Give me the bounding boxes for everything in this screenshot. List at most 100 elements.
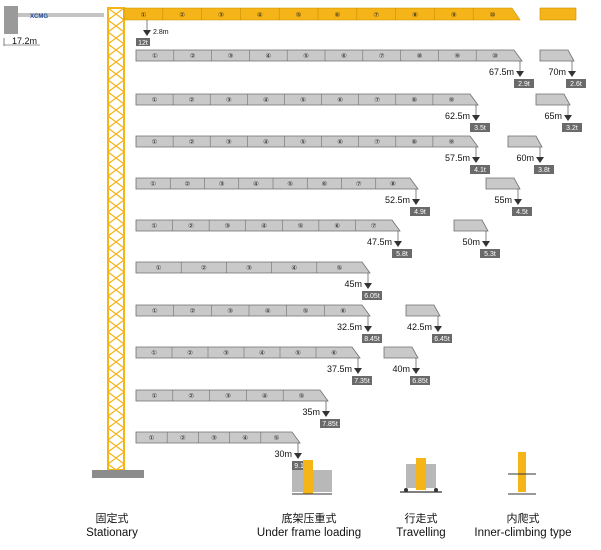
jib-segment-number: ⑥ — [340, 307, 346, 315]
jib-segment-number: ④ — [242, 434, 248, 442]
jib-segment-number: ⑧ — [417, 52, 423, 60]
alt-load-value: 3.2t — [566, 125, 578, 132]
counterjib-beam — [18, 13, 104, 17]
jib-body — [135, 304, 371, 317]
top-jib-segment-number: ⑨ — [451, 11, 457, 19]
alt-load-tag — [566, 79, 586, 88]
alt-hook-icon — [482, 241, 490, 247]
jib-length: 32.5m — [337, 322, 362, 332]
jib-segment-number: ③ — [225, 222, 231, 230]
tip-load-marker: 2.8m 12t — [136, 20, 169, 47]
jib-segment-number: ② — [187, 349, 193, 357]
jib-length: 52.5m — [385, 195, 410, 205]
alt-load-tag — [410, 376, 430, 385]
jib-segment-number: ① — [152, 307, 158, 315]
jib-segment-number: ⑧ — [390, 180, 396, 188]
jib-segment-number: ② — [189, 96, 195, 104]
load-tag — [392, 249, 412, 258]
top-jib-segment-number: ⑩ — [490, 11, 496, 19]
jib-segment-number: ⑦ — [374, 96, 380, 104]
alt-jib-body — [535, 93, 571, 106]
jib-segment-number: ④ — [259, 349, 265, 357]
jib-segment-number: ① — [150, 180, 156, 188]
top-jib-segment-number: ① — [140, 11, 146, 19]
hook-icon — [394, 241, 402, 247]
jib-segment-number: ③ — [246, 264, 252, 272]
alt-load-tag — [512, 207, 532, 216]
alt-jib-length: 50m — [462, 237, 480, 247]
jib-segment-number: ⑤ — [303, 52, 309, 60]
alt-load-value: 2.6t — [570, 81, 582, 88]
load-tag — [320, 419, 340, 428]
jib-length: 30m — [274, 449, 292, 459]
jib-segment-number: ⑦ — [371, 222, 377, 230]
jib-length: 67.5m — [489, 67, 514, 77]
jib-segment-number: ⑤ — [336, 264, 342, 272]
tip-load-tag — [136, 38, 150, 46]
hook-icon — [412, 199, 420, 205]
alt-jib-body — [405, 304, 441, 317]
alt-jib-length: 42.5m — [407, 322, 432, 332]
jib-segment-number: ② — [190, 307, 196, 315]
jib-segment-number: ② — [190, 52, 196, 60]
travelling-icon — [400, 458, 442, 493]
jib-segment-number: ④ — [253, 180, 259, 188]
alt-load-tag — [562, 123, 582, 132]
jib-segment-number: ⑨ — [454, 52, 460, 60]
alt-hook-icon — [564, 115, 572, 121]
jib-segment-number: ⑤ — [299, 392, 305, 400]
jib-segment-number: ⑨ — [449, 138, 455, 146]
hook-icon — [516, 71, 524, 77]
jib-segment-number: ④ — [265, 307, 271, 315]
hook-icon — [294, 453, 302, 459]
hook-icon — [364, 283, 372, 289]
jib-length: 47.5m — [367, 237, 392, 247]
base-icons — [292, 452, 536, 495]
hook-icon — [364, 326, 372, 332]
load-value: 7.35t — [354, 378, 370, 385]
load-value: 4.9t — [414, 209, 426, 216]
top-jib-segment-number: ⑦ — [373, 11, 379, 19]
captions: 固定式 Stationary 底架压重式 Under frame loading… — [86, 511, 571, 539]
alt-load-value: 3.8t — [538, 167, 550, 174]
under-frame-icon — [292, 460, 332, 495]
jib-segment-number: ⑩ — [492, 52, 498, 60]
tower-mast — [92, 7, 144, 478]
jib-segment-number: ⑧ — [411, 138, 417, 146]
alt-load-value: 5.3t — [484, 251, 496, 258]
jib-length: 37.5m — [327, 364, 352, 374]
jib-segment-number: ⑥ — [334, 222, 340, 230]
alt-jib-length: 60m — [516, 153, 534, 163]
jib-segment-number: ④ — [291, 264, 297, 272]
jib-segment-number: ⑦ — [374, 138, 380, 146]
jib-segment-number: ① — [156, 264, 162, 272]
jib-segment-number: ⑤ — [303, 307, 309, 315]
jib-body — [135, 389, 329, 402]
jib-segment-number: ② — [180, 434, 186, 442]
load-tag — [292, 461, 312, 470]
jib-segment-number: ⑥ — [341, 52, 347, 60]
caption-travelling-en: Travelling — [396, 527, 445, 539]
load-tag — [410, 207, 430, 216]
alt-jib-body — [383, 346, 419, 359]
top-jib-segment-number: ⑥ — [334, 11, 340, 19]
jib-body — [135, 431, 301, 444]
load-value: 6.05t — [364, 293, 380, 300]
alt-hook-icon — [412, 368, 420, 374]
jib-segment-number: ⑤ — [287, 180, 293, 188]
jib-segment-number: ③ — [225, 392, 231, 400]
alt-jib-body — [485, 177, 521, 190]
jib-segment-number: ⑦ — [356, 180, 362, 188]
load-tag — [362, 291, 382, 300]
jib-segment-number: ⑤ — [300, 96, 306, 104]
top-jib-extension — [539, 7, 577, 21]
counterweight — [4, 6, 18, 34]
alt-hook-icon — [434, 326, 442, 332]
jib-segment-number: ② — [201, 264, 207, 272]
alt-load-value: 6.85t — [412, 378, 428, 385]
